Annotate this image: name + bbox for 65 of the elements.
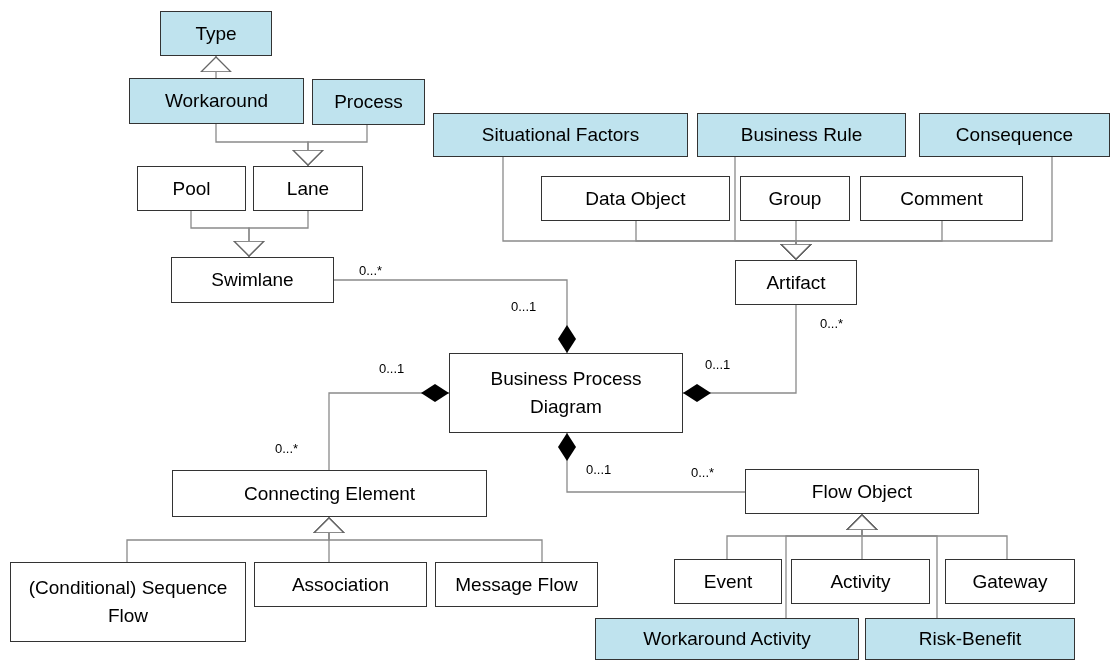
class-box bbox=[253, 166, 363, 211]
generalization-arrow bbox=[313, 516, 543, 563]
class-box bbox=[674, 559, 782, 604]
class-name: Swimlane bbox=[211, 268, 294, 292]
generalization-arrow bbox=[233, 210, 309, 258]
class-name: Connecting Element bbox=[243, 481, 416, 506]
class-name: Workaround Activity bbox=[643, 627, 811, 651]
multiplicity-label: 0...* bbox=[820, 316, 844, 331]
class-box bbox=[735, 260, 857, 305]
class-name: Pool bbox=[172, 176, 211, 201]
class-name: Activity bbox=[830, 569, 891, 594]
extension-class-box bbox=[919, 113, 1110, 157]
generalization-arrow bbox=[200, 55, 232, 79]
class-name: Artifact bbox=[766, 270, 826, 295]
class-name: Data Object bbox=[585, 186, 686, 211]
class-name: Association bbox=[291, 572, 390, 597]
class-name: (Conditional) Sequence Flow bbox=[27, 576, 229, 628]
class-box bbox=[740, 176, 850, 221]
composition-connector bbox=[682, 304, 797, 402]
class-name: Business Process Diagram bbox=[489, 367, 643, 419]
extension-class-box bbox=[160, 11, 272, 56]
extension-class-box bbox=[697, 113, 906, 157]
class-box bbox=[254, 562, 427, 607]
multiplicity-label: 0...* bbox=[359, 263, 383, 278]
class-name: Event bbox=[703, 569, 753, 594]
class-name: Situational Factors bbox=[481, 123, 640, 147]
extension-class-box bbox=[433, 113, 688, 157]
multiplicity-label: 0...1 bbox=[379, 361, 405, 376]
extension-class-box bbox=[312, 79, 425, 125]
class-box bbox=[10, 562, 246, 642]
multiplicity-label: 0...1 bbox=[586, 462, 612, 477]
class-name: Consequence bbox=[955, 123, 1074, 147]
class-box bbox=[945, 559, 1075, 604]
class-box bbox=[449, 353, 683, 433]
composition-connector bbox=[328, 384, 450, 471]
class-box bbox=[137, 166, 246, 211]
multiplicity-label: 0...* bbox=[275, 441, 299, 456]
class-name: Type bbox=[195, 21, 237, 46]
generalization-arrow bbox=[292, 124, 368, 167]
class-name: Business Rule bbox=[740, 123, 863, 147]
generalization-arrow bbox=[846, 513, 938, 619]
multiplicity-label: 0...1 bbox=[705, 357, 731, 372]
class-name: Workaround bbox=[164, 89, 269, 113]
class-box bbox=[791, 559, 930, 604]
class-box bbox=[172, 470, 487, 517]
class-name: Gateway bbox=[972, 569, 1048, 594]
composition-connector bbox=[333, 279, 576, 354]
extension-class-box bbox=[129, 78, 304, 124]
multiplicity-label: 0...1 bbox=[511, 299, 537, 314]
class-name: Group bbox=[768, 186, 822, 211]
class-box bbox=[541, 176, 730, 221]
class-name: Process bbox=[334, 90, 403, 114]
class-name: Lane bbox=[286, 176, 330, 201]
class-name: Message Flow bbox=[455, 572, 578, 597]
extension-class-box bbox=[865, 618, 1075, 660]
class-name: Risk-Benefit bbox=[918, 627, 1022, 651]
class-box bbox=[435, 562, 598, 607]
extension-class-box bbox=[595, 618, 859, 660]
class-box bbox=[745, 469, 979, 514]
composition-connector bbox=[558, 432, 746, 493]
class-name: Comment bbox=[900, 186, 983, 211]
class-box bbox=[171, 257, 334, 303]
class-name: Flow Object bbox=[811, 479, 913, 504]
multiplicity-label: 0...* bbox=[691, 465, 715, 480]
class-box bbox=[860, 176, 1023, 221]
